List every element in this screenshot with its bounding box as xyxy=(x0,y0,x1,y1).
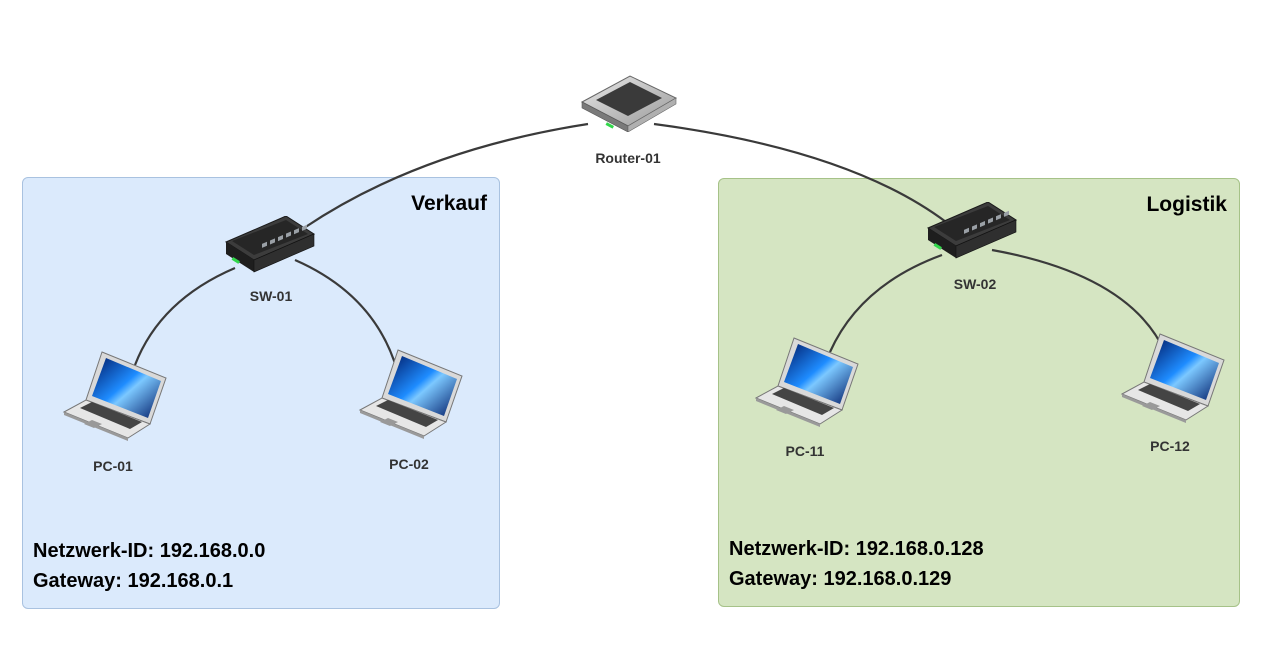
zone-title-verkauf: Verkauf xyxy=(411,192,487,215)
sw01-label: SW-01 xyxy=(249,288,293,304)
router-label: Router-01 xyxy=(595,150,661,166)
pc01-label: PC-01 xyxy=(93,458,133,474)
pc12-label: PC-12 xyxy=(1150,438,1190,454)
switch-icon xyxy=(224,216,316,273)
zone-title-logistik: Logistik xyxy=(1146,193,1227,216)
link-sw02-pc12 xyxy=(991,248,1167,353)
router-icon xyxy=(580,75,678,132)
switch-icon xyxy=(926,202,1018,259)
link-sw01-pc01 xyxy=(133,266,236,366)
network-id-logistik: Netzwerk-ID: 192.168.0.128 xyxy=(729,538,984,560)
network-id-verkauf: Netzwerk-ID: 192.168.0.0 xyxy=(33,540,266,562)
laptop-icon xyxy=(62,351,167,441)
link-sw02-pc11 xyxy=(828,253,943,353)
sw02-label: SW-02 xyxy=(953,276,997,292)
laptop-icon xyxy=(358,349,463,439)
pc02-label: PC-02 xyxy=(389,456,429,472)
pc11-label: PC-11 xyxy=(785,443,825,459)
gateway-verkauf: Gateway: 192.168.0.1 xyxy=(33,570,234,592)
laptop-icon xyxy=(1120,333,1225,423)
link-router-sw02 xyxy=(653,122,947,223)
laptop-icon xyxy=(754,337,859,427)
zone-info-verkauf: Netzwerk-ID: 192.168.0.0 Gateway: 192.16… xyxy=(33,536,265,596)
link-router-sw01 xyxy=(303,122,589,229)
gateway-logistik: Gateway: 192.168.0.129 xyxy=(729,568,952,590)
zone-info-logistik: Netzwerk-ID: 192.168.0.128 Gateway: 192.… xyxy=(729,534,984,594)
link-sw01-pc02 xyxy=(294,258,399,371)
